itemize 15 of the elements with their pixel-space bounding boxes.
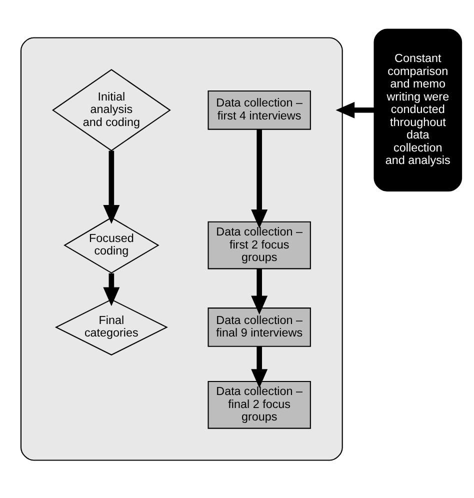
node-box: Data collection – first 2 focus groups bbox=[208, 221, 311, 270]
node-box: Data collection – final 2 focus groups bbox=[208, 380, 311, 429]
node-box: Data collection – first 4 interviews bbox=[208, 90, 311, 130]
arrow bbox=[251, 346, 268, 388]
arrow bbox=[336, 102, 374, 118]
node-box: Constant comparison and memo writing were conducted throughout data collection and analysis bbox=[374, 28, 462, 192]
arrow bbox=[103, 150, 120, 224]
cluster bbox=[20, 37, 343, 461]
node-diamond: Focused coding bbox=[64, 217, 160, 274]
node-diamond: Initial analysis and coding bbox=[52, 69, 171, 152]
arrow bbox=[103, 273, 120, 306]
arrow bbox=[251, 269, 268, 315]
node-diamond: Final categories bbox=[54, 298, 168, 356]
node-box: Data collection – final 9 interviews bbox=[208, 308, 311, 347]
arrow bbox=[251, 129, 268, 228]
